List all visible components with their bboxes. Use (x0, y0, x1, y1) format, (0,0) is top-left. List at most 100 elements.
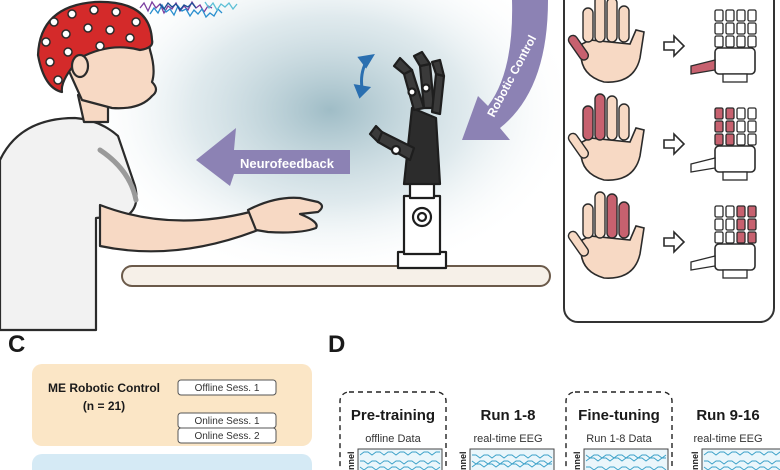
shirt (0, 116, 138, 332)
mapping-arrow-icon (663, 230, 686, 254)
robot-finger-segment (736, 35, 746, 48)
stage-title-fine-tuning: Fine-tuning (578, 407, 660, 424)
eeg-trace (360, 460, 441, 465)
robot-finger-segment (736, 22, 746, 35)
robot-wrist (722, 171, 748, 181)
human-finger (582, 203, 594, 239)
stage-title-run-1-8: Run 1-8 (480, 407, 535, 424)
mapping-arrow-icon (663, 34, 686, 58)
eeg-trace (586, 466, 667, 470)
neurofeedback-arrow: Neurofeedback (196, 128, 350, 186)
finger-mapping-row (567, 191, 757, 279)
robot-finger-segment (725, 22, 735, 35)
robot-finger-segment (736, 9, 746, 22)
human-finger (606, 95, 618, 141)
robot-finger-segment (725, 120, 735, 133)
human-finger (594, 93, 606, 141)
robot-finger-segment (714, 9, 724, 22)
human-thumb (567, 230, 590, 257)
stage-title-run-9-16: Run 9-16 (696, 407, 759, 424)
robot-finger-segment (736, 231, 746, 244)
robot-finger-segment (747, 9, 757, 22)
panel-c-letter: C (8, 331, 25, 358)
robot-finger-segment (714, 22, 724, 35)
eeg-trace (704, 460, 780, 465)
human-finger (618, 201, 630, 239)
robot-finger-segment (725, 107, 735, 120)
me-group-n: (n = 21) (83, 399, 125, 413)
robot-finger-segment (725, 133, 735, 146)
robot-palm (714, 243, 756, 271)
human-finger (594, 0, 606, 43)
stage-title-pretraining: Pre-training (351, 407, 435, 424)
robot-finger-segment (714, 218, 724, 231)
robot-finger-segment (725, 218, 735, 231)
online-session-1-label: Online Sess. 1 (194, 416, 259, 427)
stage-subtitle-run-9-16: real-time EEG (693, 433, 762, 445)
robot-thumb (690, 157, 716, 173)
robot-finger-segment (747, 133, 757, 146)
human-palm (580, 127, 645, 181)
eeg-thumbnails: nnel nnel nnel nnel (346, 448, 780, 470)
eeg-trace (472, 454, 553, 459)
eeg-thumbnail-box (701, 448, 780, 470)
eeg-trace (585, 457, 666, 462)
robot-finger-segment (714, 133, 724, 146)
online-session-2-box (177, 427, 277, 444)
robot-finger-segment (736, 133, 746, 146)
robot-finger-segment (747, 35, 757, 48)
human-finger (606, 193, 618, 239)
human-finger (606, 0, 618, 43)
robot-wrist (722, 269, 748, 279)
robot-thumb (690, 255, 716, 271)
background-glow (80, 0, 580, 280)
pretraining-dashed-box (339, 391, 447, 470)
robotic-hand (368, 50, 448, 270)
eeg-trace (703, 466, 780, 470)
eeg-axis-label-fragment: nnel (346, 451, 356, 470)
neurofeedback-label: Neurofeedback (240, 156, 335, 171)
eeg-trace (471, 463, 552, 468)
mi-group-box (32, 454, 312, 470)
finger-mapping-rows (567, 0, 757, 279)
robot-finger-segment (725, 35, 735, 48)
robot-finger-segment (747, 205, 757, 218)
human-thumb (567, 132, 590, 159)
finetuning-dashed-box (565, 391, 673, 470)
robot-palm (714, 47, 756, 75)
table-surface (121, 265, 551, 287)
robot-finger-segment (725, 205, 735, 218)
human-thumb (567, 34, 590, 61)
eeg-cap (36, 0, 154, 94)
eeg-trace (359, 466, 441, 470)
robot-finger-segment (747, 107, 757, 120)
offline-session-label: Offline Sess. 1 (195, 383, 260, 394)
robot-finger-segment (747, 218, 757, 231)
robot-finger-segment (747, 120, 757, 133)
eeg-axis-label-fragment: nnel (572, 451, 582, 470)
eeg-trace (359, 451, 440, 456)
finger-mapping-row (567, 93, 757, 181)
me-group-title: ME Robotic Control (48, 381, 160, 395)
human-finger (582, 7, 594, 43)
open-hand (246, 196, 324, 234)
online-session-2-label: Online Sess. 2 (194, 431, 259, 442)
mapping-arrow-icon (663, 132, 686, 156)
robot-finger-segment (714, 107, 724, 120)
robot-finger-segment (747, 22, 757, 35)
robot-finger-segment (714, 35, 724, 48)
stage-subtitle-fine-tuning: Run 1-8 Data (586, 433, 652, 445)
robot-finger-segment (714, 231, 724, 244)
human-palm (580, 29, 645, 83)
robot-palm (714, 145, 756, 173)
eeg-axis-label-fragment: nnel (690, 451, 700, 470)
offline-session-box (177, 379, 277, 396)
robot-finger-segment (736, 205, 746, 218)
finger-mapping-row (567, 0, 757, 83)
rotation-arrow-icon (353, 53, 375, 99)
robot-finger-segment (747, 231, 757, 244)
eeg-axis-label-fragment: nnel (458, 451, 468, 470)
robot-thumb (690, 59, 716, 75)
robot-finger-segment (725, 9, 735, 22)
